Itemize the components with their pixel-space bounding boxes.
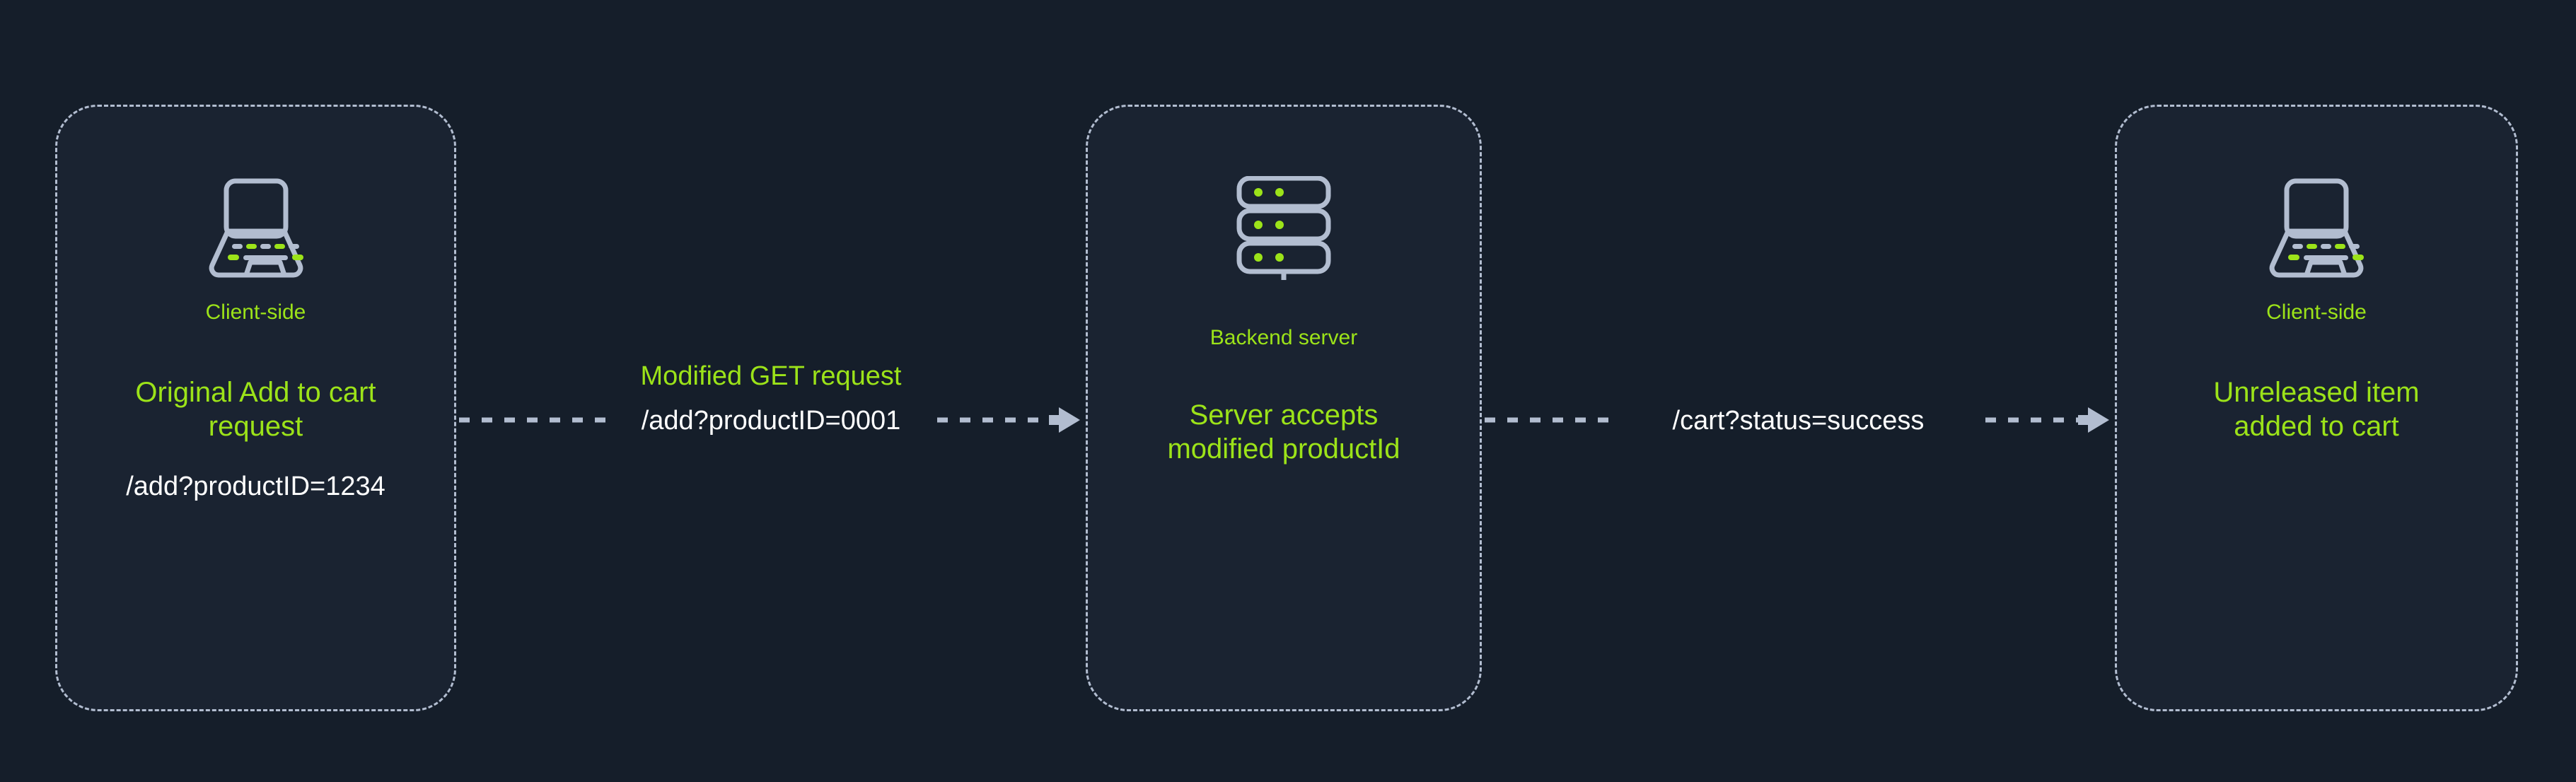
node-description-line2: added to cart bbox=[2234, 411, 2399, 443]
edge-2-connector bbox=[1485, 407, 2109, 433]
node-description: Original Add to cart request bbox=[135, 375, 376, 445]
server-rack-icon bbox=[1227, 175, 1340, 300]
node-description-line1: Unreleased item bbox=[2213, 376, 2420, 408]
node-description: Unreleased item added to cart bbox=[2213, 375, 2419, 445]
node-role-label: Client-side bbox=[2266, 300, 2367, 324]
arrow-right-icon bbox=[2078, 407, 2109, 433]
node-description-line2: modified productId bbox=[1167, 433, 1400, 465]
node-role-label: Client-side bbox=[205, 300, 306, 324]
edge-1-connector bbox=[459, 407, 1080, 433]
node-description-line1: Original Add to cart bbox=[135, 376, 376, 408]
node-backend-server[interactable]: Backend server Server accepts modified p… bbox=[1086, 105, 1482, 711]
laptop-icon bbox=[2260, 177, 2373, 284]
node-description-line2: request bbox=[208, 411, 303, 443]
node-client-result[interactable]: Client-side Unreleased item added to car… bbox=[2115, 105, 2518, 711]
node-url-label: /add?productID=1234 bbox=[126, 472, 385, 502]
node-client-origin[interactable]: Client-side Original Add to cart request… bbox=[55, 105, 456, 711]
edge-1-label-url: /add?productID=0001 bbox=[641, 406, 901, 436]
node-description-line1: Server accepts bbox=[1189, 399, 1379, 431]
edge-1-label-top: Modified GET request bbox=[640, 361, 902, 391]
arrow-right-icon bbox=[1049, 407, 1080, 433]
edge-2-label-url: /cart?status=success bbox=[1672, 406, 1925, 436]
node-description: Server accepts modified productId bbox=[1167, 398, 1400, 467]
node-role-label: Backend server bbox=[1209, 326, 1358, 349]
edge-1 bbox=[456, 402, 1086, 438]
laptop-icon bbox=[199, 177, 313, 284]
edge-2 bbox=[1482, 402, 2115, 438]
